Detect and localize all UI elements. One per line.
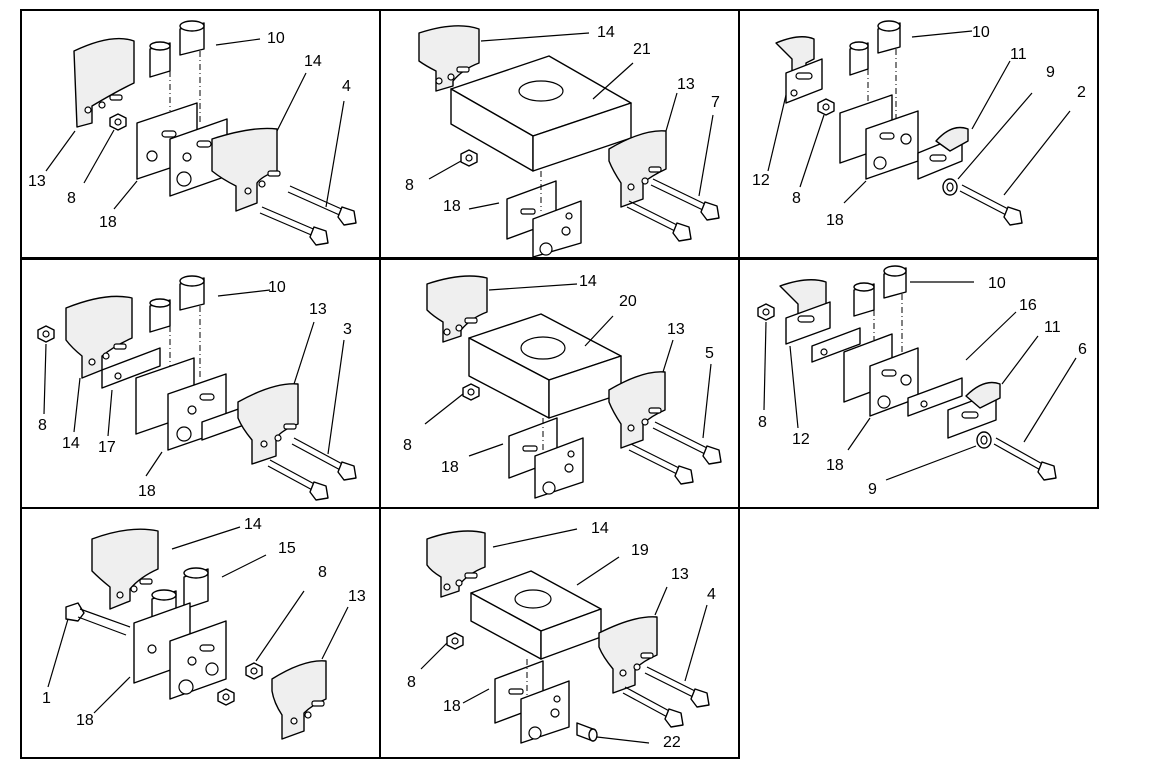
callout-3: 3 xyxy=(343,321,352,338)
callout-22: 22 xyxy=(663,734,681,751)
callout-2: 2 xyxy=(1077,84,1086,101)
panel-4-exploded-view: 10 13 3 8 14 17 18 xyxy=(20,258,381,509)
callout-4: 4 xyxy=(707,586,716,603)
callout-9: 9 xyxy=(1046,64,1055,81)
callout-20: 20 xyxy=(619,293,637,310)
callout-18: 18 xyxy=(76,712,94,729)
panel-6-drawing xyxy=(757,265,1077,481)
callout-13: 13 xyxy=(671,566,689,583)
callout-8: 8 xyxy=(407,674,416,691)
panel-1-drawing xyxy=(45,20,357,246)
callout-8: 8 xyxy=(405,177,414,194)
panel-8-drawing xyxy=(420,528,710,744)
callout-9: 9 xyxy=(868,481,877,498)
callout-18: 18 xyxy=(443,698,461,715)
callout-10: 10 xyxy=(972,24,990,41)
panel-7-exploded-view: 14 15 8 13 1 18 xyxy=(20,507,381,759)
callout-14: 14 xyxy=(244,516,262,533)
panel-8-exploded-view: 14 19 13 4 8 18 22 xyxy=(379,507,740,759)
callout-18: 18 xyxy=(443,198,461,215)
callout-13: 13 xyxy=(28,173,46,190)
panel-5-drawing xyxy=(424,275,722,499)
panel-1-exploded-view: 10 14 4 13 8 18 xyxy=(20,9,381,259)
callout-14: 14 xyxy=(591,520,609,537)
callout-12: 12 xyxy=(752,172,770,189)
callout-7: 7 xyxy=(711,94,720,111)
callout-11: 11 xyxy=(1010,46,1027,63)
callout-11: 11 xyxy=(1044,319,1061,336)
callout-21: 21 xyxy=(633,41,651,58)
callout-5: 5 xyxy=(705,345,714,362)
callout-19: 19 xyxy=(631,542,649,559)
panel-6-exploded-view: 10 16 11 6 8 12 18 9 xyxy=(738,258,1099,509)
callout-13: 13 xyxy=(677,76,695,93)
callout-13: 13 xyxy=(348,588,366,605)
panel-4-drawing xyxy=(37,275,357,501)
callout-13: 13 xyxy=(667,321,685,338)
callout-14: 14 xyxy=(579,273,597,290)
callout-18: 18 xyxy=(441,459,459,476)
panel-3-drawing xyxy=(767,20,1071,226)
callout-18: 18 xyxy=(826,457,844,474)
callout-14: 14 xyxy=(62,435,80,452)
panel-7-drawing xyxy=(47,526,349,740)
callout-10: 10 xyxy=(268,279,286,296)
callout-14: 14 xyxy=(597,24,615,41)
callout-1: 1 xyxy=(42,690,51,707)
callout-6: 6 xyxy=(1078,341,1087,358)
callout-17: 17 xyxy=(98,439,116,456)
callout-15: 15 xyxy=(278,540,296,557)
callout-8: 8 xyxy=(758,414,767,431)
callout-13: 13 xyxy=(309,301,327,318)
callout-8: 8 xyxy=(67,190,76,207)
callout-8: 8 xyxy=(318,564,327,581)
callout-12: 12 xyxy=(792,431,810,448)
callout-10: 10 xyxy=(988,275,1006,292)
callout-18: 18 xyxy=(138,483,156,500)
panel-5-exploded-view: 14 20 13 5 8 18 xyxy=(379,258,740,509)
callout-18: 18 xyxy=(826,212,844,229)
panel-2-exploded-view: 14 21 13 7 8 18 xyxy=(379,9,740,259)
callout-10: 10 xyxy=(267,30,285,47)
callout-14: 14 xyxy=(304,53,322,70)
callout-18: 18 xyxy=(99,214,117,231)
callout-8: 8 xyxy=(403,437,412,454)
callout-4: 4 xyxy=(342,78,351,95)
callout-8: 8 xyxy=(38,417,47,434)
panel-3-exploded-view: 10 11 9 2 12 8 18 xyxy=(738,9,1099,259)
callout-16: 16 xyxy=(1019,297,1037,314)
panel-2-drawing xyxy=(418,25,720,257)
callout-8: 8 xyxy=(792,190,801,207)
